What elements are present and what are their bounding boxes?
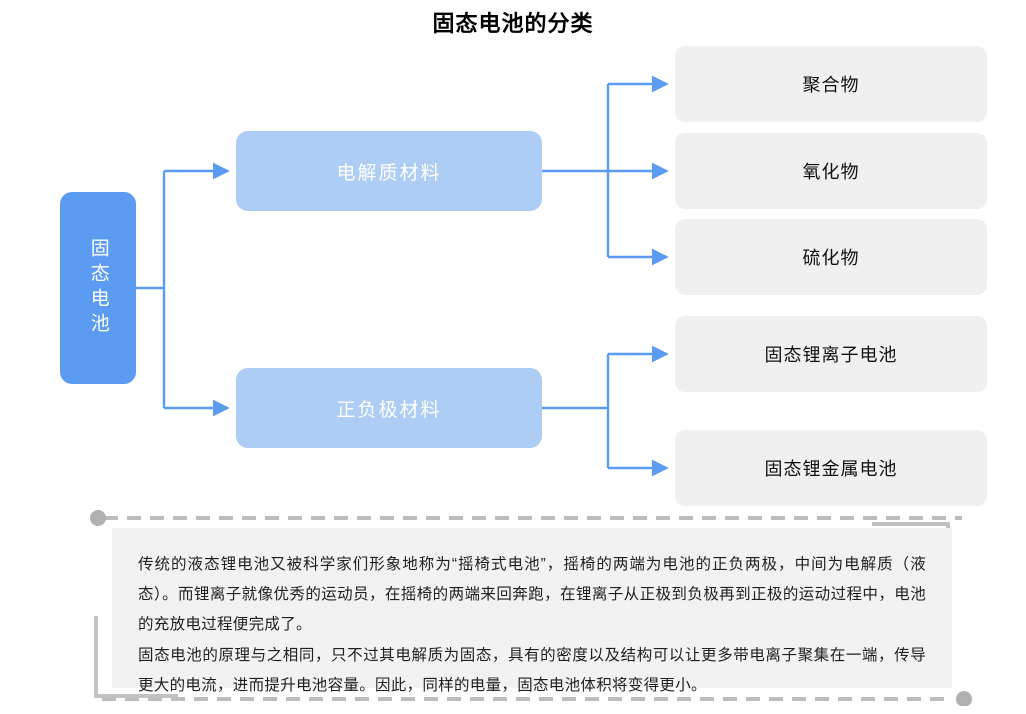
node-branch-0-label: 电解质材料 bbox=[336, 162, 442, 184]
frame-end-dot bbox=[956, 691, 972, 706]
node-leaf-solid-state-lithium-ion-battery[interactable]: 固态锂离子电池 bbox=[675, 316, 987, 392]
node-leaf-sulfide[interactable]: 硫化物 bbox=[675, 219, 987, 295]
node-leaf-3-label: 固态锂离子电池 bbox=[764, 345, 898, 365]
node-leaf-1-label: 氧化物 bbox=[802, 162, 860, 182]
connector-lines bbox=[136, 75, 669, 477]
node-leaf-polymer[interactable]: 聚合物 bbox=[675, 46, 987, 122]
node-leaf-solid-state-lithium-metal-battery[interactable]: 固态锂金属电池 bbox=[675, 430, 987, 506]
node-root-label: 固态电池 bbox=[87, 238, 109, 338]
node-branch-electrolyte-material[interactable]: 电解质材料 bbox=[236, 131, 542, 211]
page-title: 固态电池的分类 bbox=[432, 11, 594, 36]
node-leaf-4-label: 固态锂金属电池 bbox=[764, 459, 898, 479]
footnote-section: 传统的液态锂电池又被科学家们形象地称为“摇椅式电池”，摇椅的两端为电池的正负两极… bbox=[82, 510, 982, 706]
footnote-panel: 传统的液态锂电池又被科学家们形象地称为“摇椅式电池”，摇椅的两端为电池的正负两极… bbox=[112, 528, 952, 694]
node-leaf-0-label: 聚合物 bbox=[802, 75, 860, 95]
frame-start-dot bbox=[90, 510, 106, 526]
node-leaf-oxide[interactable]: 氧化物 bbox=[675, 133, 987, 209]
footnote-paragraph-2: 固态电池的原理与之相同，只不过其电解质为固态，具有的密度以及结构可以让更多带电离… bbox=[138, 646, 926, 694]
node-branch-1-label: 正负极材料 bbox=[336, 399, 442, 421]
node-branch-electrode-material[interactable]: 正负极材料 bbox=[236, 368, 542, 448]
frame-bottom-left-bracket bbox=[94, 616, 178, 698]
node-root[interactable]: 固态电池 bbox=[60, 192, 136, 384]
footnote-paragraph-1: 传统的液态锂电池又被科学家们形象地称为“摇椅式电池”，摇椅的两端为电池的正负两极… bbox=[138, 556, 926, 634]
node-leaf-2-label: 硫化物 bbox=[802, 248, 860, 268]
